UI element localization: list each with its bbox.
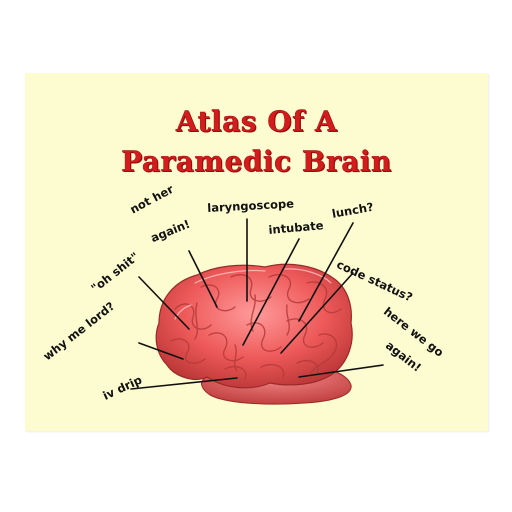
pointer-iv-drip bbox=[130, 377, 238, 390]
title-line-2: Paramedic Brain bbox=[121, 145, 392, 178]
brain-highlights bbox=[174, 268, 332, 320]
pointer-here-we-go-again bbox=[298, 364, 384, 378]
pointer-why-me-lord bbox=[138, 342, 184, 360]
title-line-1: Atlas Of A bbox=[175, 105, 338, 138]
pointer-intubate bbox=[242, 238, 300, 346]
pointer-code-status bbox=[280, 272, 354, 354]
pointer-lunch bbox=[298, 222, 354, 322]
brain-illustration bbox=[130, 218, 384, 405]
pointer-not-her-again bbox=[188, 250, 218, 308]
brain-folds bbox=[170, 273, 342, 380]
postcard: Atlas Of A Paramedic Brain bbox=[25, 73, 488, 431]
brain-cerebrum bbox=[155, 263, 353, 389]
pointer-oh-shit bbox=[138, 276, 190, 330]
pointer-lines bbox=[130, 218, 384, 390]
